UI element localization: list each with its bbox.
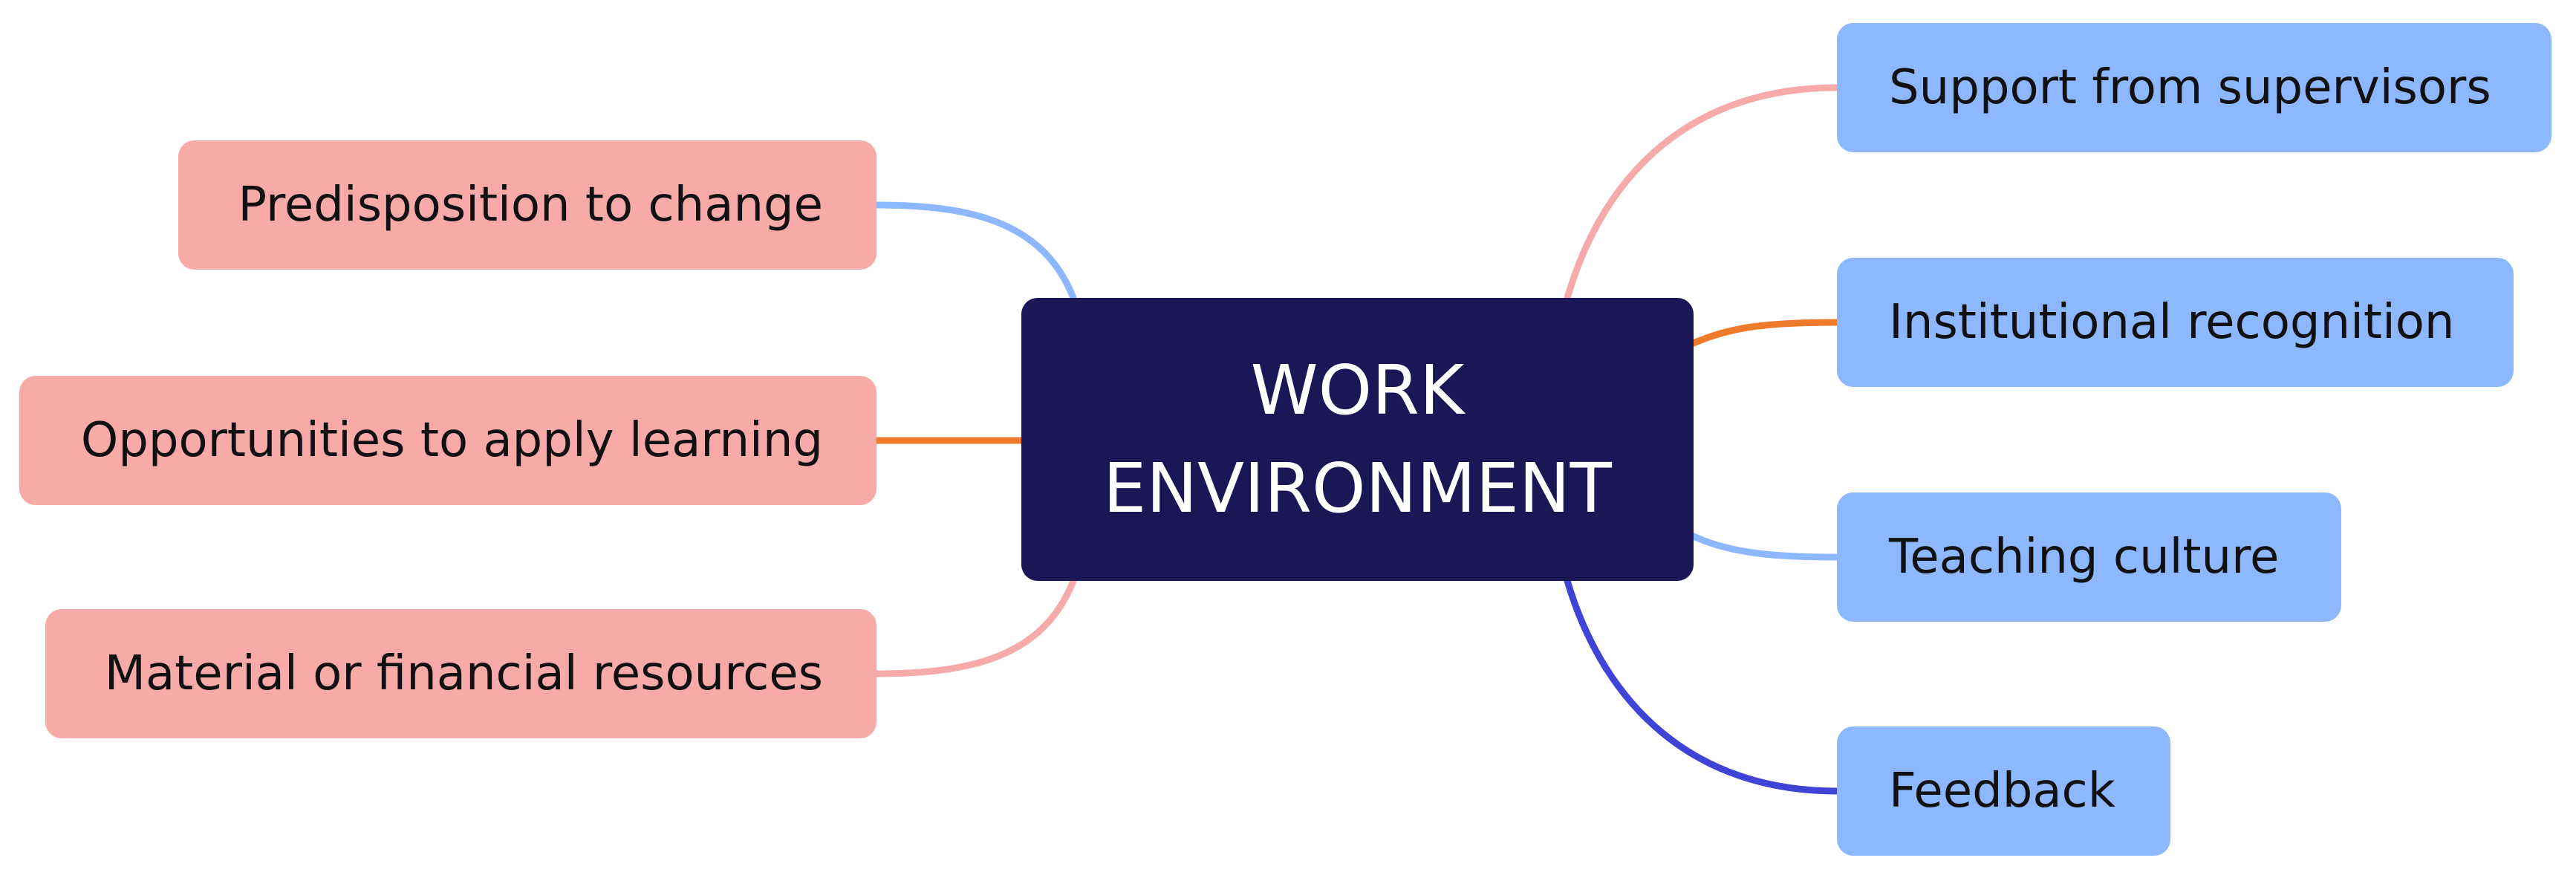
branch-teaching-culture: Teaching culture	[1837, 492, 2341, 622]
branch-label: Teaching culture	[1889, 530, 2280, 585]
central-topic-line-2: ENVIRONMENT	[1103, 448, 1612, 528]
branch-label: Opportunities to apply learning	[80, 413, 823, 468]
connector-support-supervisors	[1564, 84, 1841, 302]
connector-predisposition	[873, 201, 1077, 302]
branch-label: Predisposition to change	[238, 178, 823, 232]
connector-feedback	[1564, 577, 1841, 795]
connector-teaching-culture	[1690, 533, 1841, 561]
branch-label: Feedback	[1889, 764, 2115, 819]
branch-predisposition-to-change: Predisposition to change	[178, 140, 876, 270]
connector-material-resources	[873, 577, 1077, 677]
branch-label: Institutional recognition	[1889, 295, 2455, 350]
branch-institutional-recognition: Institutional recognition	[1837, 258, 2514, 387]
branch-opportunities-to-apply-learning: Opportunities to apply learning	[19, 376, 876, 505]
branch-label: Support from supervisors	[1889, 60, 2491, 115]
branch-support-from-supervisors: Support from supervisors	[1837, 23, 2551, 152]
central-topic-node: WORK ENVIRONMENT	[1021, 298, 1694, 581]
connector-institutional-recognition	[1690, 319, 1841, 347]
branch-feedback: Feedback	[1837, 726, 2170, 856]
branch-label: Material or financial resources	[104, 646, 823, 701]
branch-material-or-financial-resources: Material or financial resources	[45, 609, 876, 738]
central-topic-line-1: WORK	[1250, 350, 1465, 430]
